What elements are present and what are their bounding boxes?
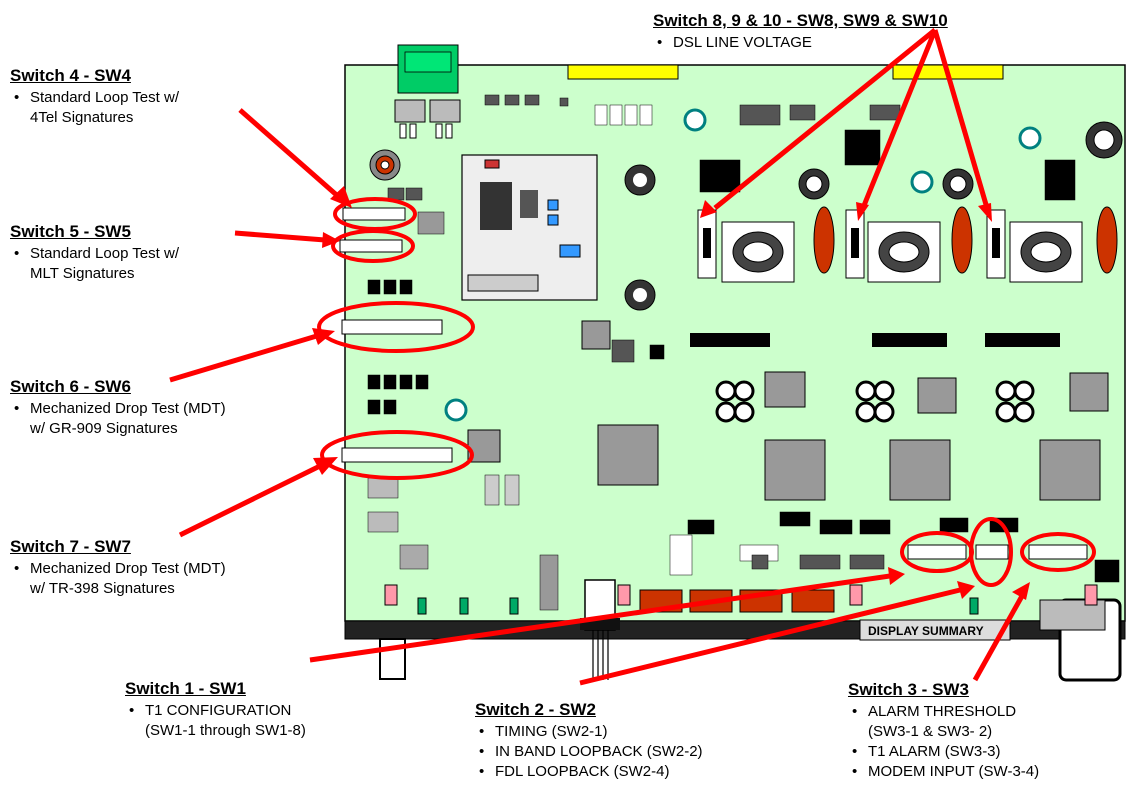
sw8-arrow — [713, 28, 937, 210]
sw2-arrow — [579, 587, 961, 686]
callout-sw5-bullet-1-cont: MLT Signatures — [30, 265, 135, 282]
red-capacitor-1 — [813, 206, 835, 274]
sw7-switch — [341, 447, 453, 463]
sw4-highlight — [333, 197, 417, 231]
sw2-highlight — [969, 517, 1013, 587]
callout-sw4-bullet-1-cont: 4Tel Signatures — [30, 109, 134, 126]
callout-sw3-title: Switch 3 - SW3 — [848, 680, 969, 699]
sw4-switch — [342, 207, 406, 221]
callout-sw3-bullet-1: ALARM THRESHOLD — [848, 702, 1039, 722]
sw5-switch — [339, 239, 403, 253]
callout-sw3-bullet-2: T1 ALARM (SW3-3) — [848, 742, 1039, 762]
callout-sw7-bullet-1: Mechanized Drop Test (MDT) — [10, 559, 226, 579]
callout-sw7: Switch 7 - SW7 Mechanized Drop Test (MDT… — [10, 537, 226, 599]
sw4-arrow — [238, 108, 342, 200]
sw6-arrow — [169, 332, 321, 383]
callout-sw1: Switch 1 - SW1 T1 CONFIGURATION (SW1-1 t… — [125, 679, 306, 741]
sw1-switch — [907, 544, 967, 560]
sw3-switch — [1028, 544, 1088, 560]
callout-sw2: Switch 2 - SW2 TIMING (SW2-1) IN BAND LO… — [475, 700, 703, 782]
sw2-switch — [975, 544, 1009, 560]
sw1-arrow — [309, 573, 891, 663]
transformer-module-3 — [1009, 221, 1083, 283]
callout-sw4: Switch 4 - SW4 Standard Loop Test w/ 4Te… — [10, 66, 179, 128]
callout-sw6-bullet-1-cont: w/ GR-909 Signatures — [30, 420, 178, 437]
edge-connector-left — [567, 64, 679, 80]
callout-sw1-title: Switch 1 - SW1 — [125, 679, 246, 698]
callout-sw6-bullet-1: Mechanized Drop Test (MDT) — [10, 399, 226, 419]
sw6-switch — [341, 319, 443, 335]
sw7-arrow — [178, 462, 324, 538]
callout-sw3-bullet-1-cont: (SW3-1 & SW3- 2) — [868, 723, 993, 740]
sw5-arrow — [234, 230, 326, 243]
red-capacitor-3 — [1096, 206, 1118, 274]
callout-sw6-title: Switch 6 - SW6 — [10, 377, 131, 396]
sw6-highlight — [317, 301, 475, 353]
callout-sw8-title: Switch 8, 9 & 10 - SW8, SW9 & SW10 — [653, 11, 948, 30]
callout-sw2-bullet-1: TIMING (SW2-1) — [475, 722, 703, 742]
transformer-module-2 — [867, 221, 941, 283]
display-summary-label: DISPLAY SUMMARY — [868, 624, 984, 638]
callout-sw7-bullet-1-cont: w/ TR-398 Signatures — [30, 580, 175, 597]
callout-sw3: Switch 3 - SW3 ALARM THRESHOLD (SW3-1 & … — [848, 680, 1039, 782]
callout-sw8: Switch 8, 9 & 10 - SW8, SW9 & SW10 DSL L… — [653, 11, 948, 53]
callout-sw2-bullet-2: IN BAND LOOPBACK (SW2-2) — [475, 742, 703, 762]
callout-sw7-title: Switch 7 - SW7 — [10, 537, 131, 556]
sw7-highlight — [320, 430, 474, 480]
callout-sw8-bullet-1: DSL LINE VOLTAGE — [653, 33, 948, 53]
callout-sw2-bullet-3: FDL LOOPBACK (SW2-4) — [475, 762, 703, 782]
callout-sw1-bullet-1: T1 CONFIGURATION — [125, 701, 306, 721]
sw9-arrow — [860, 29, 938, 209]
sw3-highlight — [1020, 532, 1096, 572]
sw5-highlight — [331, 229, 415, 263]
sw10-arrow — [932, 29, 990, 209]
callout-sw5-title: Switch 5 - SW5 — [10, 222, 131, 241]
display-summary-label-box — [859, 619, 1011, 641]
callout-sw5-bullet-1: Standard Loop Test w/ — [10, 244, 179, 264]
sw3-arrow — [972, 594, 1025, 682]
callout-sw4-title: Switch 4 - SW4 — [10, 66, 131, 85]
red-capacitor-2 — [951, 206, 973, 274]
transformer-module-1 — [721, 221, 795, 283]
callout-sw1-bullet-1-cont: (SW1-1 through SW1-8) — [145, 722, 306, 739]
callout-sw3-bullet-3: MODEM INPUT (SW-3-4) — [848, 762, 1039, 782]
callout-sw4-bullet-1: Standard Loop Test w/ — [10, 88, 179, 108]
callout-sw6: Switch 6 - SW6 Mechanized Drop Test (MDT… — [10, 377, 226, 439]
callout-sw5: Switch 5 - SW5 Standard Loop Test w/ MLT… — [10, 222, 179, 284]
callout-sw2-title: Switch 2 - SW2 — [475, 700, 596, 719]
